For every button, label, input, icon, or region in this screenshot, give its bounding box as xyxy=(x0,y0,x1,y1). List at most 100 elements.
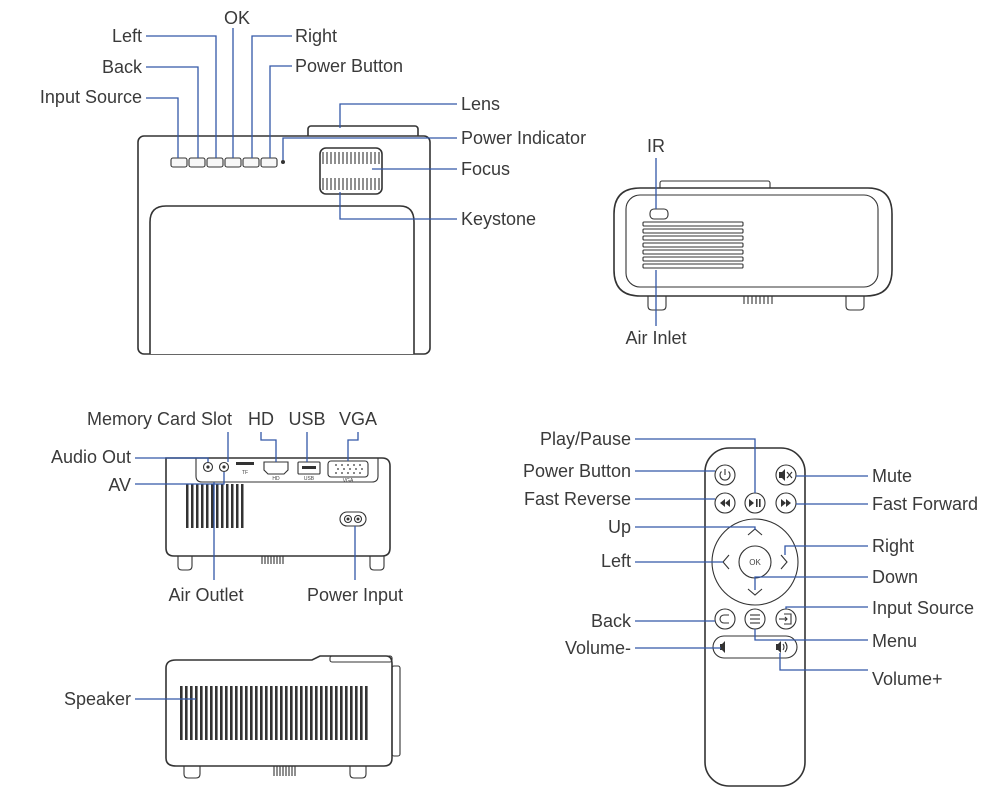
speaker-grille-slot xyxy=(205,686,208,740)
outlet-vent-slot xyxy=(241,484,244,528)
speaker-end-panel xyxy=(391,665,401,757)
outlet-vent-slot xyxy=(196,484,199,528)
speaker-grille-slot xyxy=(240,686,243,740)
usb-port[interactable] xyxy=(297,461,321,475)
speaker-grille-slot xyxy=(315,686,318,740)
remote-fast-reverse-button[interactable] xyxy=(714,492,736,514)
speaker-grille-slot xyxy=(335,686,338,740)
remote-down-button[interactable] xyxy=(747,588,763,596)
remote-ok-key-label: OK xyxy=(749,558,761,567)
port-foot-right xyxy=(369,556,385,571)
power-icon xyxy=(719,469,731,481)
label-remote-power-button: Power Button xyxy=(523,461,631,481)
label-remote-play-pause: Play/Pause xyxy=(540,429,631,449)
label-audio-out: Audio Out xyxy=(51,447,131,467)
volume-down-icon xyxy=(720,641,725,653)
av-jack[interactable] xyxy=(218,461,230,473)
fast-reverse-icon xyxy=(720,499,730,507)
outlet-vent-slot xyxy=(206,484,209,528)
label-remote-left: Left xyxy=(601,551,631,571)
vga-pin xyxy=(337,468,339,470)
port-foot-left xyxy=(177,556,193,571)
label-remote-back: Back xyxy=(591,611,632,631)
label-remote-right: Right xyxy=(872,536,914,556)
speaker-grille-slot xyxy=(195,686,198,740)
port-tag-usb: USB xyxy=(304,476,315,482)
speaker-stand xyxy=(273,766,296,776)
outlet-vent-slot xyxy=(191,484,194,528)
speaker-grille-slot xyxy=(180,686,183,740)
vga-pin xyxy=(341,464,343,466)
top-buttons xyxy=(170,157,285,168)
speaker-grille-slot xyxy=(225,686,228,740)
outlet-vent-slot xyxy=(221,484,224,528)
top-btn-power[interactable] xyxy=(260,157,278,168)
speaker-grille-slot xyxy=(210,686,213,740)
top-btn-ok[interactable] xyxy=(224,157,242,168)
remote-fast-forward-button[interactable] xyxy=(775,492,797,514)
label-top-power-button: Power Button xyxy=(295,56,403,76)
front-inner-panel xyxy=(625,194,879,288)
front-body xyxy=(613,187,893,297)
outlet-vent-slot xyxy=(231,484,234,528)
outlet-vent-slot xyxy=(201,484,204,528)
speaker-grille-slot xyxy=(185,686,188,740)
speaker-grille-slot xyxy=(275,686,278,740)
inlet-vent-slot xyxy=(642,249,744,255)
audio-out-jack[interactable] xyxy=(202,461,214,473)
outlet-vent-slot xyxy=(186,484,189,528)
back-icon xyxy=(719,614,729,624)
inlet-vent-slot xyxy=(642,228,744,234)
speaker-grille-slot xyxy=(215,686,218,740)
port-tag-vga: VGA xyxy=(343,478,354,484)
label-focus: Focus xyxy=(461,159,510,179)
speaker-grille-slot xyxy=(305,686,308,740)
label-memory-card-slot: Memory Card Slot xyxy=(87,409,232,429)
top-power-indicator-led xyxy=(281,160,285,164)
inlet-vent-slot xyxy=(642,235,744,241)
port-tag-tf: TF xyxy=(242,470,248,476)
speaker-grille-slot xyxy=(200,686,203,740)
speaker-top-ridge xyxy=(329,655,393,663)
speaker-grille-slot xyxy=(300,686,303,740)
label-remote-fast-reverse: Fast Reverse xyxy=(524,489,631,509)
top-view: Left OK Right Back Power Button Input So… xyxy=(40,8,586,355)
vga-pin xyxy=(349,468,351,470)
label-top-input-source: Input Source xyxy=(40,87,142,107)
label-remote-volume-plus: Volume+ xyxy=(872,669,943,689)
label-av: AV xyxy=(108,475,131,495)
fast-forward-icon xyxy=(781,499,791,507)
outlet-vent-slot xyxy=(216,484,219,528)
label-top-ok: OK xyxy=(224,8,250,28)
mute-icon xyxy=(779,469,793,481)
speaker-grille-slot xyxy=(255,686,258,740)
vga-pin xyxy=(335,464,337,466)
vga-pin xyxy=(347,472,349,474)
remote-mute-button[interactable] xyxy=(775,464,797,486)
top-btn-back[interactable] xyxy=(188,157,206,168)
vga-pin xyxy=(335,472,337,474)
vga-pin xyxy=(347,464,349,466)
remote-power-button[interactable] xyxy=(714,464,736,486)
speaker-grille-slot xyxy=(190,686,193,740)
outlet-vent-slot xyxy=(211,484,214,528)
label-remote-mute: Mute xyxy=(872,466,912,486)
remote-right-button[interactable] xyxy=(780,554,788,570)
label-remote-up: Up xyxy=(608,517,631,537)
label-lens: Lens xyxy=(461,94,500,114)
speaker-grille-slot xyxy=(365,686,368,740)
speaker-grille-slot xyxy=(340,686,343,740)
label-speaker: Speaker xyxy=(64,689,131,709)
label-power-input: Power Input xyxy=(307,585,403,605)
memory-card-slot[interactable] xyxy=(236,462,254,465)
hd-port[interactable] xyxy=(263,461,289,475)
power-input-socket[interactable] xyxy=(339,511,367,527)
top-btn-input-source[interactable] xyxy=(170,157,188,168)
focus-knob[interactable] xyxy=(319,147,383,195)
remote-back-button[interactable] xyxy=(714,608,736,630)
top-btn-left[interactable] xyxy=(206,157,224,168)
front-view: IR Air Inlet xyxy=(613,136,893,348)
vga-pin xyxy=(361,468,363,470)
top-btn-right[interactable] xyxy=(242,157,260,168)
